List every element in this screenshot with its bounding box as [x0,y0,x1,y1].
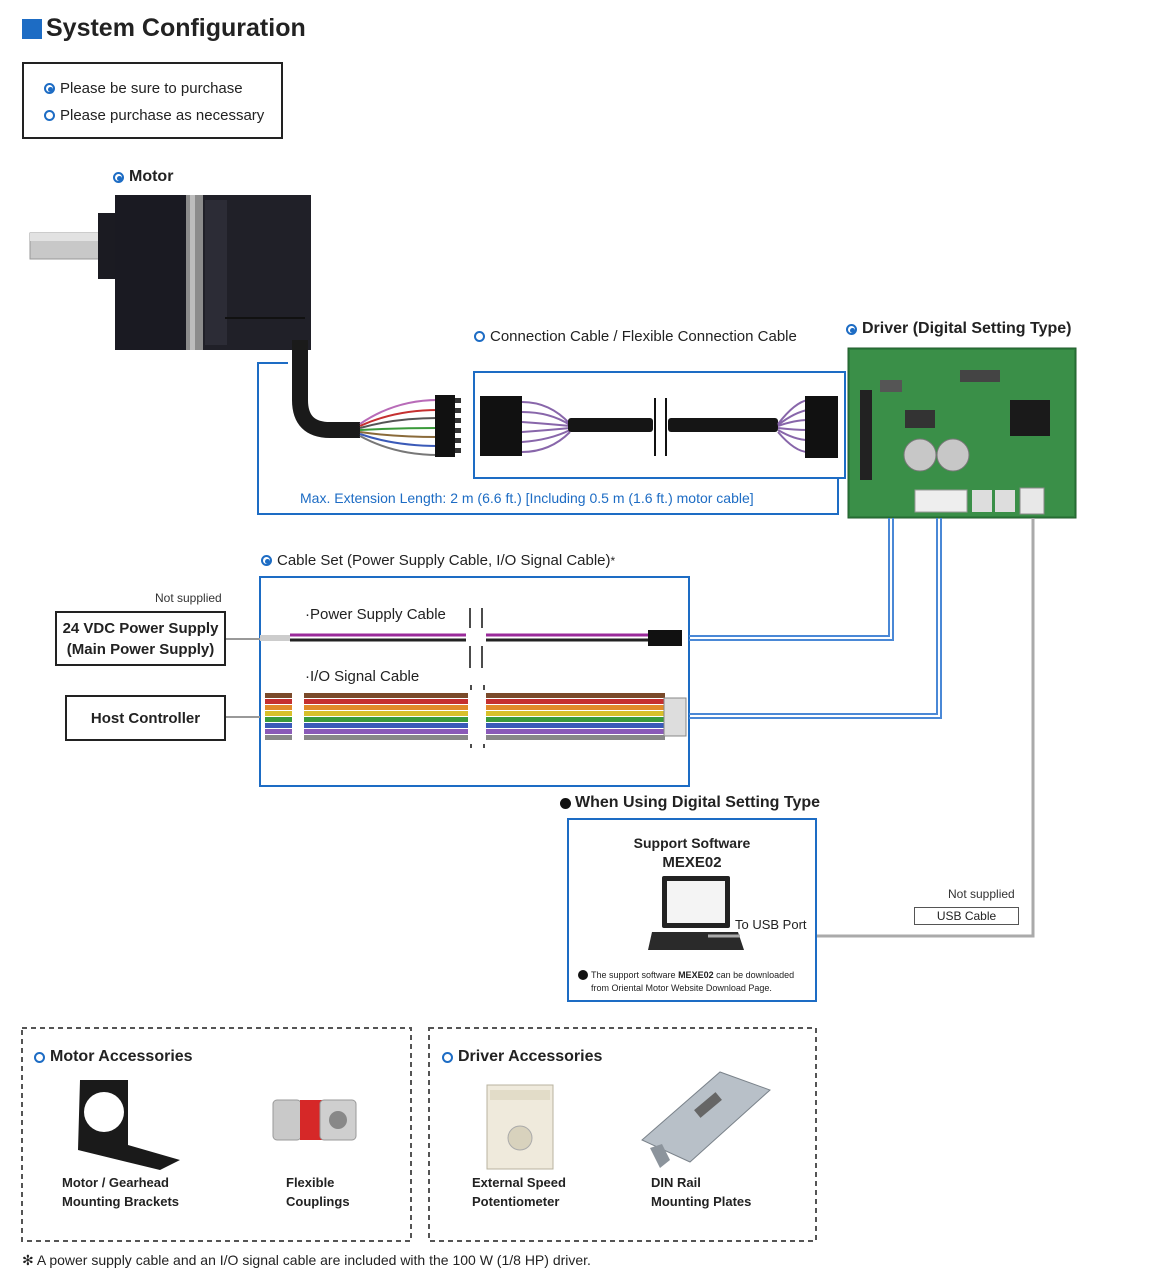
potentiometer-line2: Potentiometer [472,1194,560,1209]
usb-cable-line [710,518,1035,938]
usb-not-supplied: Not supplied [948,887,1015,901]
digital-setting-heading-text: When Using Digital Setting Type [575,794,821,811]
power-supply-line2: (Main Power Supply) [66,640,215,658]
cable-set-asterisk: * [610,553,616,568]
empty-radio-icon [474,331,485,342]
legend-optional: Please purchase as necessary [44,107,264,124]
din-rail-line2: Mounting Plates [651,1194,752,1209]
power-supply-not-supplied: Not supplied [155,591,222,605]
driver-accessories-heading: Driver Accessories [442,1048,602,1066]
note-prefix: The support software [591,970,676,980]
potentiometer-label: External Speed Potentiometer [472,1173,566,1211]
usb-cable-label: USB Cable [914,907,1019,925]
cable-set-label: Cable Set (Power Supply Cable, I/O Signa… [261,552,615,569]
din-rail-line1: DIN Rail [651,1175,701,1190]
host-controller-text: Host Controller [90,709,201,727]
coupling-line2: Couplings [286,1194,350,1209]
cable-set-box [259,576,690,787]
io-link-line [689,518,938,715]
motor-accessories-heading-text: Motor Accessories [50,1048,193,1065]
power-cable-label: ·Power Supply Cable [305,606,446,623]
support-software-line1: Support Software [633,835,751,851]
support-software-label: Support Software MEXE02 [568,834,816,872]
support-software-line2: MEXE02 [662,854,722,871]
laptop-icon [648,876,744,950]
mounting-bracket-line1: Motor / Gearhead [62,1175,169,1190]
footnote: ✻ A power supply cable and an I/O signal… [22,1252,591,1269]
connection-cable-box [473,371,846,479]
empty-radio-icon [44,110,55,121]
note-suffix: can be downloaded [716,970,795,980]
legend-optional-text: Please purchase as necessary [60,107,265,124]
legend-required: Please be sure to purchase [44,80,243,97]
io-signal-cable-image [265,685,687,748]
io-cable-label: ·I/O Signal Cable [305,668,420,685]
legend-box: Please be sure to purchase Please purcha… [22,62,283,139]
page-title: System Configuration [22,14,306,43]
power-supply-box: 24 VDC Power Supply (Main Power Supply) [55,611,226,666]
din-rail-plate-image [641,1071,771,1168]
mounting-bracket-label: Motor / Gearhead Mounting Brackets [62,1173,179,1211]
bullet-icon [560,797,571,809]
motor-label: Motor [113,168,173,186]
empty-radio-icon [442,1051,453,1063]
power-link-line [689,518,890,637]
filled-radio-icon [44,83,55,94]
legend-required-text: Please be sure to purchase [60,80,243,97]
potentiometer-line1: External Speed [472,1175,566,1190]
motor-accessories-heading: Motor Accessories [34,1048,193,1066]
note-line2: from Oriental Motor Website Download Pag… [591,983,772,993]
power-supply-line1: 24 VDC Power Supply [62,619,219,637]
motor-cable [292,340,360,438]
coupling-image [272,1099,357,1141]
driver-label: Driver (Digital Setting Type) [846,320,1072,338]
driver-image [847,347,1077,519]
potentiometer-image [486,1084,554,1170]
title-marker [22,18,42,39]
driver-accessories-heading-text: Driver Accessories [458,1048,603,1065]
filled-radio-icon [846,323,857,335]
usb-port-label: To USB Port [735,917,807,932]
mounting-bracket-image [78,1080,180,1170]
footnote-text: A power supply cable and an I/O signal c… [36,1252,591,1268]
driver-label-text: Driver (Digital Setting Type) [862,320,1072,337]
cable-set-label-text: Cable Set (Power Supply Cable, I/O Signa… [277,552,611,569]
note-bold: MEXE02 [678,970,714,980]
page-title-text: System Configuration [46,14,306,42]
empty-radio-icon [34,1051,45,1063]
filled-radio-icon [113,171,124,183]
filled-radio-icon [261,555,272,566]
mounting-bracket-line2: Mounting Brackets [62,1194,180,1209]
motor-accessories-box [21,1027,412,1242]
motor-connector [435,395,455,457]
motor-label-text: Motor [129,168,174,185]
driver-accessories-box [428,1027,817,1242]
motor-image [29,195,311,350]
connection-cable-label: Connection Cable / Flexible Connection C… [474,328,797,345]
connection-cable-image [480,396,838,458]
motor-cable-wires [359,399,439,456]
connection-cable-label-text: Connection Cable / Flexible Connection C… [490,328,797,345]
extension-bracket [257,362,839,515]
coupling-line1: Flexible [286,1175,335,1190]
coupling-label: Flexible Couplings [286,1173,350,1211]
host-controller-box: Host Controller [65,695,226,741]
extension-length-note: Max. Extension Length: 2 m (6.6 ft.) [In… [300,490,754,506]
power-supply-cable-image [260,608,682,668]
software-download-note: The support software MEXE02 can be downl… [591,969,794,995]
footnote-mark: ✻ [22,1252,34,1268]
din-rail-label: DIN Rail Mounting Plates [651,1173,751,1211]
digital-setting-heading: When Using Digital Setting Type [560,794,820,812]
